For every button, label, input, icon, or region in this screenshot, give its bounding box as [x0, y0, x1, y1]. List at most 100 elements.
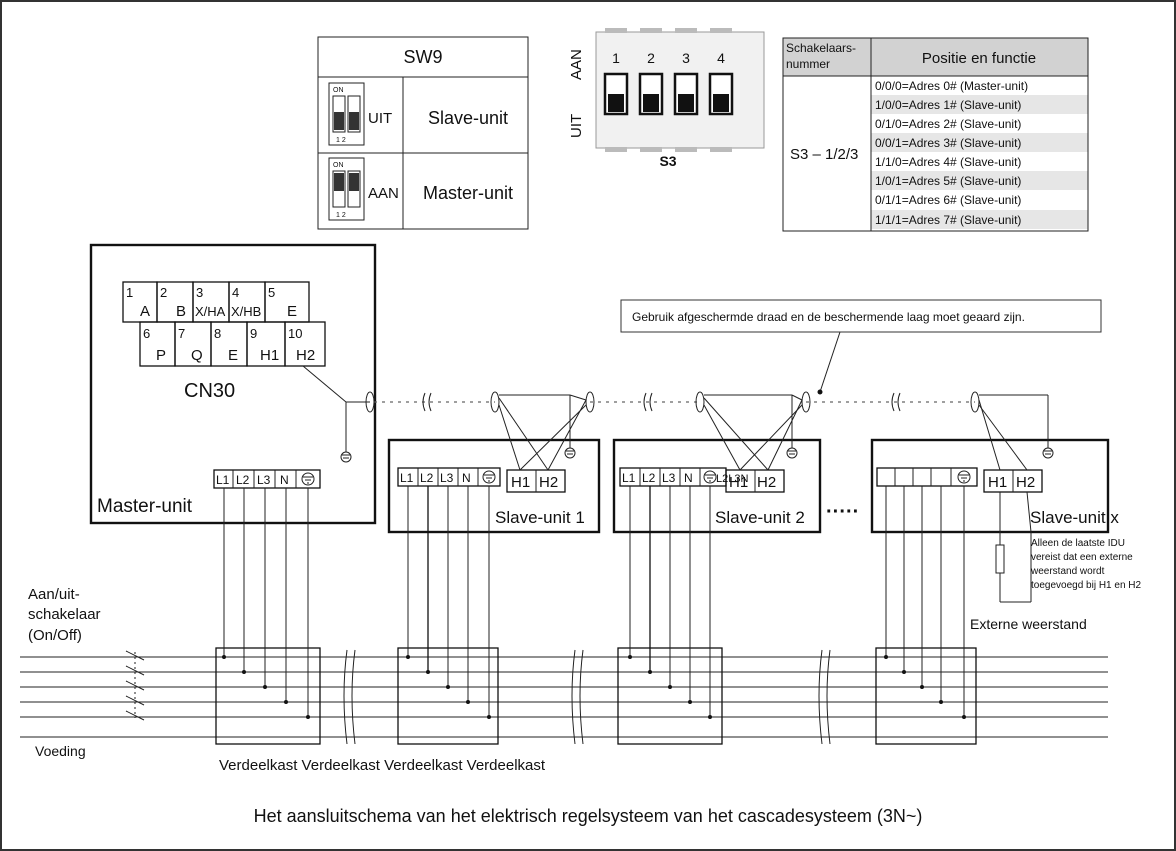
cn30-label: CN30 [184, 380, 235, 402]
s3-table-row-5: 1/0/1=Adres 5# (Slave-unit) [875, 174, 1021, 188]
s3-table-header-func: Positie en functie [922, 50, 1036, 67]
s3-table-row-4: 1/1/0=Adres 4# (Slave-unit) [875, 155, 1021, 169]
s3-switch-num-4: 4 [717, 50, 725, 66]
svg-text:N: N [462, 471, 471, 485]
shield-note-callout: Gebruik afgeschermde draad en de bescher… [620, 299, 1102, 333]
svg-text:3: 3 [196, 285, 203, 300]
s3-table-row-label: S3 – 1/2/3 [790, 146, 858, 163]
power-wiring [20, 486, 1108, 745]
svg-text:L1: L1 [400, 471, 414, 485]
slavex-power-terminals [876, 467, 978, 487]
resistor-note-line-1: Alleen de laatste IDU [1031, 538, 1125, 549]
ground-terminal-icon [482, 470, 496, 484]
master-unit: Master-unit 1 A 2 B 3 X/HA 4 X/HB 5 E 6 … [89, 243, 377, 525]
sw9-function-slave: Slave-unit [428, 108, 508, 128]
s3-off-label: UIT [568, 114, 585, 138]
bus-break-icon [818, 649, 831, 745]
master-power-terminals: L1 L2 L3 N [213, 469, 321, 489]
bus-break-icon [571, 649, 584, 745]
svg-text:A: A [140, 303, 150, 320]
distribution-box-labels: Verdeelkast Verdeelkast Verdeelkast Verd… [219, 757, 546, 774]
slave-unit-2-label: Slave-unit 2 [715, 508, 805, 527]
s3-switch-4 [708, 72, 734, 116]
svg-text:L2: L2 [420, 471, 434, 485]
svg-text:H1: H1 [729, 474, 748, 491]
s3-dip-switch: AAN UIT 1 2 3 4 [568, 28, 765, 152]
svg-text:8: 8 [214, 326, 221, 341]
slave-unit-1-label: Slave-unit 1 [495, 508, 585, 527]
slavex-h-terminals: H1 H2 [983, 469, 1043, 493]
cable-break-icon [643, 392, 653, 412]
shield-note: Gebruik afgeschermde draad en de bescher… [632, 310, 1025, 324]
slave1-power-terminals: L1 L2 L3 N [397, 467, 501, 487]
svg-text:L1: L1 [622, 471, 636, 485]
s3-address-table: Schakelaars- nummer Positie en functie S… [782, 37, 1089, 232]
s3-table-row-6: 0/1/1=Adres 6# (Slave-unit) [875, 193, 1021, 207]
communication-cable [302, 331, 1054, 471]
svg-text:N: N [280, 473, 289, 487]
svg-text:ON: ON [333, 87, 344, 94]
switch-label-line-2: schakelaar [28, 606, 101, 623]
svg-text:1: 1 [126, 285, 133, 300]
svg-text:H2: H2 [296, 347, 315, 364]
sw9-state-off: UIT [368, 110, 392, 127]
svg-text:E: E [287, 303, 297, 320]
ground-icon [564, 447, 576, 459]
ground-icon [1042, 447, 1054, 459]
svg-text:L1: L1 [216, 473, 230, 487]
svg-text:ON: ON [333, 162, 344, 169]
svg-text:X/HB: X/HB [231, 304, 261, 319]
s3-table-header-num-2: nummer [786, 57, 830, 71]
svg-text:H1: H1 [511, 474, 530, 491]
ground-icon [786, 447, 798, 459]
svg-text:B: B [176, 303, 186, 320]
slave1-h-terminals: H1 H2 [506, 469, 566, 493]
slave-unit-2: Slave-unit 2 L1 L2 L3 N L2L3N H1 H2 [612, 438, 822, 534]
resistor-note-line-4: toegevoegd bij H1 en H2 [1031, 580, 1142, 591]
svg-text:10: 10 [288, 326, 302, 341]
s3-table-row-7: 1/1/1=Adres 7# (Slave-unit) [875, 213, 1021, 227]
svg-text:H1: H1 [988, 474, 1007, 491]
svg-text:4: 4 [232, 285, 239, 300]
on-off-switch-icon [125, 650, 145, 721]
svg-text:X/HA: X/HA [195, 304, 226, 319]
svg-text:1 2: 1 2 [336, 212, 346, 219]
svg-text:H2: H2 [1016, 474, 1035, 491]
svg-text:H1: H1 [260, 347, 279, 364]
distribution-box-1 [215, 647, 321, 745]
sw9-switch-on: ON 1 2 [328, 157, 365, 221]
cn30-terminal-block: 1 A 2 B 3 X/HA 4 X/HB 5 E 6 P 7 Q 8 E 9 … [122, 281, 326, 367]
svg-text:N: N [684, 471, 693, 485]
s3-label: S3 [659, 153, 676, 169]
sw9-switch-off: ON 1 2 [328, 82, 365, 146]
svg-text:2: 2 [160, 285, 167, 300]
sw9-title: SW9 [403, 47, 442, 67]
slave-unit-1: Slave-unit 1 L1 L2 L3 N H1 H2 [387, 438, 601, 534]
sw9-state-on: AAN [368, 185, 399, 202]
s3-table-row-1: 1/0/0=Adres 1# (Slave-unit) [875, 98, 1021, 112]
svg-text:L3: L3 [662, 471, 676, 485]
s3-switch-num-3: 3 [682, 50, 690, 66]
svg-text:1 2: 1 2 [336, 137, 346, 144]
supply-label: Voeding [35, 743, 86, 759]
slave-unit-x-label: Slave-unit x [1030, 508, 1119, 527]
distribution-box-4 [875, 647, 977, 745]
s3-switch-1 [603, 72, 629, 116]
svg-text:P: P [156, 347, 166, 364]
s3-table-row-3: 0/0/1=Adres 3# (Slave-unit) [875, 136, 1021, 150]
switch-label-line-3: (On/Off) [28, 627, 82, 644]
ground-terminal-icon [957, 470, 971, 484]
bus-break-icon [343, 649, 356, 745]
svg-text:L3: L3 [440, 471, 454, 485]
external-resistor [995, 491, 1032, 603]
svg-text:6: 6 [143, 326, 150, 341]
resistor-note-line-3: weerstand wordt [1030, 566, 1105, 577]
svg-text:H2: H2 [539, 474, 558, 491]
slave-unit-x: Slave-unit x H1 H2 [870, 438, 1119, 534]
resistor-note-line-2: vereist dat een externe [1031, 552, 1133, 563]
units-ellipsis: ····· [826, 501, 859, 523]
svg-text:Q: Q [191, 347, 203, 364]
ground-terminal-icon [301, 472, 315, 486]
